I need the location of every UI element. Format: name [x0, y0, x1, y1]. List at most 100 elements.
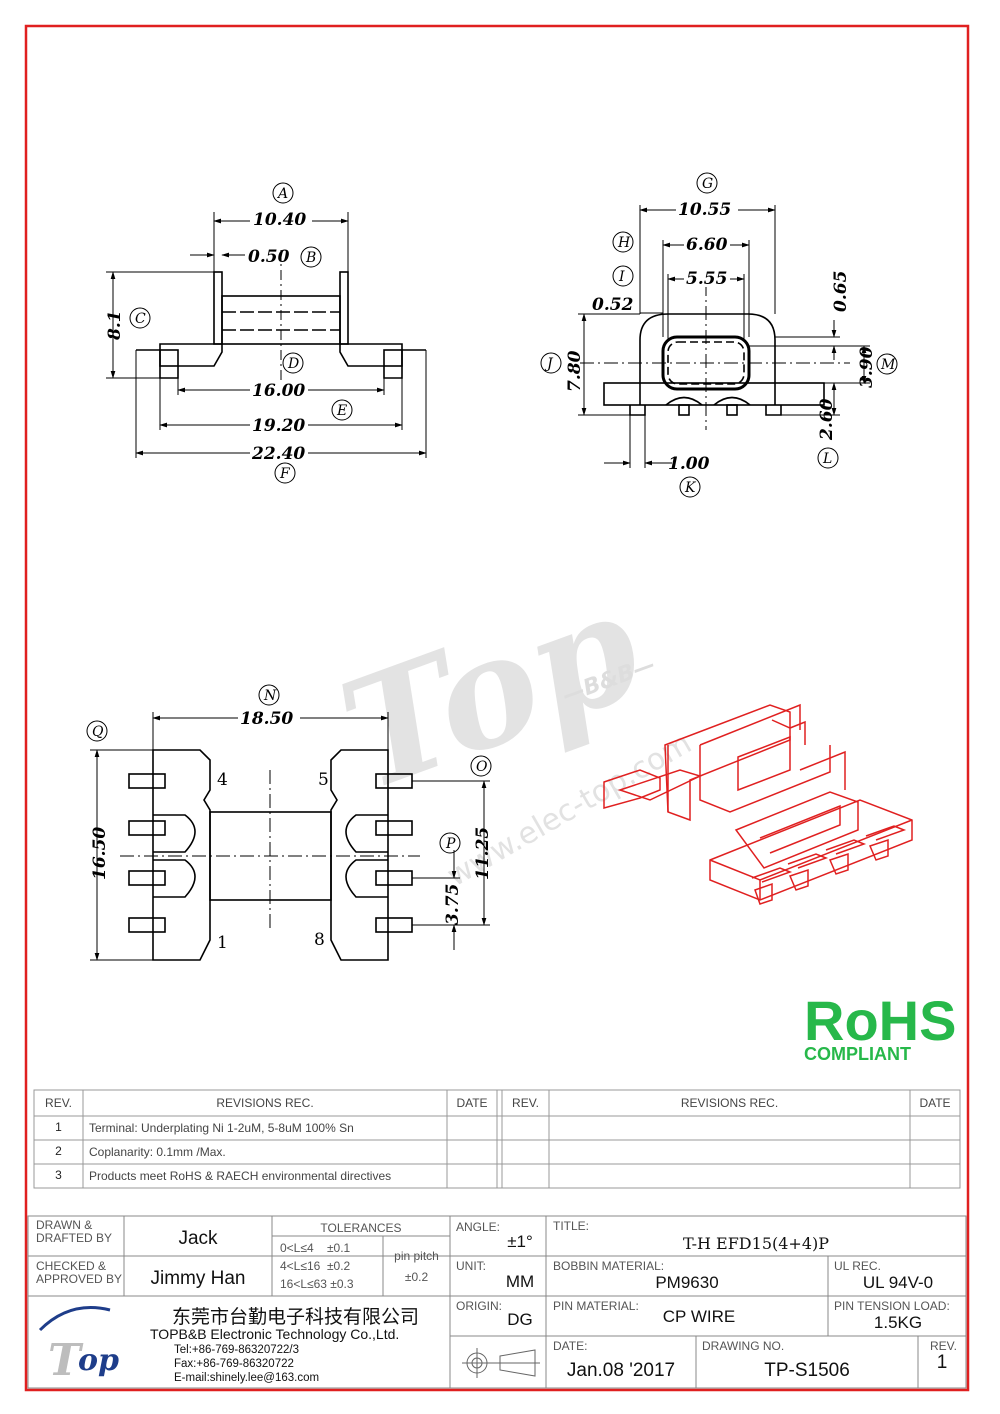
dim-d: 16.00: [252, 381, 305, 401]
bottom-view-pins: 4 5 1 8: [217, 770, 329, 953]
dim-n: 18.50: [240, 709, 293, 729]
balloon-i: I: [618, 269, 625, 285]
balloon-g: G: [702, 176, 713, 192]
side-view-balloons: G H I J K L M: [540, 172, 898, 498]
pin-5: 5: [318, 770, 329, 790]
ulrec-value: UL 94V-0: [862, 1273, 934, 1292]
dim-c: 8.1: [105, 310, 125, 341]
title-value: T-H EFD15(4+4)P: [682, 1234, 830, 1253]
company-logo: T op: [38, 1306, 119, 1386]
company-email: E-mail:shinely.lee@163.com: [174, 1372, 320, 1384]
svg-text:op: op: [78, 1343, 119, 1378]
top-view-balloons: A B C D E F: [129, 182, 353, 484]
bottom-view-labels: 18.50 16.50 11.25 3.75: [90, 708, 493, 925]
balloon-c: C: [135, 311, 146, 327]
drawing-no-value: TP-S1506: [764, 1360, 850, 1381]
balloon-q: Q: [92, 724, 104, 740]
balloon-j: J: [544, 356, 554, 372]
dim-i: 5.55: [686, 269, 727, 289]
pin-pitch-value: ±0.2: [404, 1270, 429, 1284]
balloon-h: H: [617, 235, 631, 251]
dim-m: 3.90: [857, 346, 877, 388]
tol-row-3: 16<L≤63 ±0.3: [280, 1277, 354, 1291]
rev-header-rev-2: REV.: [512, 1096, 539, 1110]
dim-o: 11.25: [473, 827, 493, 880]
balloon-a: A: [276, 186, 288, 202]
origin-label: ORIGIN:: [456, 1299, 503, 1313]
rev-row-1-text: Terminal: Underplating Ni 1-2uM, 5-8uM 1…: [89, 1121, 354, 1135]
balloon-d: D: [287, 356, 299, 372]
bottom-view-balloons: N O P Q: [86, 684, 492, 854]
balloon-k: K: [684, 480, 697, 496]
title-block: [27, 1215, 967, 1389]
drawn-by: Jack: [178, 1228, 218, 1249]
angle-label: ANGLE:: [456, 1220, 501, 1234]
svg-text:T: T: [48, 1335, 84, 1386]
dim-a: 10.40: [253, 210, 306, 230]
balloon-o: O: [476, 759, 488, 775]
company-name-cn: 东莞市台勤电子科技有限公司: [172, 1306, 420, 1328]
rev-value: 1: [936, 1352, 948, 1373]
tolerances-label: TOLERANCES: [320, 1221, 402, 1235]
bobbin-label: BOBBIN MATERIAL:: [553, 1259, 665, 1273]
pin-material-value: CP WIRE: [662, 1307, 736, 1326]
dim-k: 1.00: [668, 454, 710, 474]
side-view: [578, 205, 870, 468]
dim-l: 2.60: [817, 398, 837, 441]
date-value: Jan.08 '2017: [566, 1360, 676, 1381]
drawing-no-label: DRAWING NO.: [702, 1339, 785, 1353]
dim-f: 22.40: [251, 444, 305, 464]
date-label: DATE:: [553, 1339, 588, 1353]
pin-4: 4: [217, 770, 228, 790]
dim-h: 6.60: [686, 235, 728, 255]
rev-header-rec-2: REVISIONS REC.: [680, 1096, 779, 1110]
pin-pitch-label: pin pitch: [394, 1249, 439, 1263]
isometric-view: [603, 703, 913, 905]
balloon-m: M: [880, 357, 896, 373]
bobbin-value: PM9630: [655, 1273, 719, 1292]
dim-b: 0.50: [248, 247, 290, 267]
balloon-l: L: [822, 451, 832, 467]
rev-row-1-num: 1: [55, 1120, 62, 1134]
sheet-border: [24, 24, 970, 1392]
pin-1: 1: [217, 933, 228, 953]
tol-row-1: 0<L≤4 ±0.1: [280, 1241, 351, 1255]
origin-symbol: [462, 1348, 540, 1378]
rev-header-date-2: DATE: [919, 1096, 951, 1110]
rev-row-3-text: Products meet RoHS & RAECH environmental…: [89, 1169, 392, 1183]
balloon-b: B: [305, 250, 316, 266]
origin-value: DG: [507, 1310, 533, 1329]
rev-header-rec: REVISIONS REC.: [216, 1096, 314, 1110]
dim-j: 7.80: [565, 350, 585, 392]
unit-label: UNIT:: [456, 1259, 486, 1273]
rev-row-2-num: 2: [55, 1144, 62, 1158]
unit-value: MM: [505, 1272, 535, 1291]
rev-label: REV.: [930, 1339, 957, 1353]
ulrec-label: UL REC.: [834, 1259, 881, 1273]
balloon-n: N: [263, 688, 277, 704]
watermark: Top —B&B— www.elec-top.com: [320, 557, 697, 894]
company-fax: Fax:+86-769-86320722: [174, 1358, 294, 1370]
side-view-labels: 10.55 6.60 5.55 0.52 0.65 7.80 3.90 2.60…: [565, 200, 877, 474]
pin-material-label: PIN MATERIAL:: [553, 1299, 639, 1313]
balloon-p: P: [445, 836, 456, 852]
checked-by: Jimmy Han: [150, 1268, 246, 1289]
tol-row-2: 4<L≤16 ±0.2: [280, 1259, 351, 1273]
title-label: TITLE:: [553, 1219, 590, 1233]
rohs-logo: RoHS COMPLIANT: [804, 989, 956, 1064]
dim-052: 0.52: [592, 295, 634, 315]
checked-label: CHECKED & APPROVED BY: [36, 1259, 123, 1286]
rohs-text: RoHS: [804, 989, 956, 1052]
rev-row-2-text: Coplanarity: 0.1mm /Max.: [89, 1145, 226, 1159]
revision-table: [33, 1089, 961, 1189]
dim-065: 0.65: [831, 271, 851, 312]
balloon-e: E: [336, 403, 347, 419]
dim-p: 3.75: [443, 884, 463, 925]
balloon-f: F: [279, 466, 291, 482]
drawn-label: DRAWN & DRAFTED BY: [36, 1218, 113, 1245]
dim-q: 16.50: [90, 827, 110, 880]
rev-row-3-num: 3: [55, 1168, 62, 1182]
rev-header-rev: REV.: [45, 1096, 72, 1110]
top-view: [106, 212, 427, 458]
